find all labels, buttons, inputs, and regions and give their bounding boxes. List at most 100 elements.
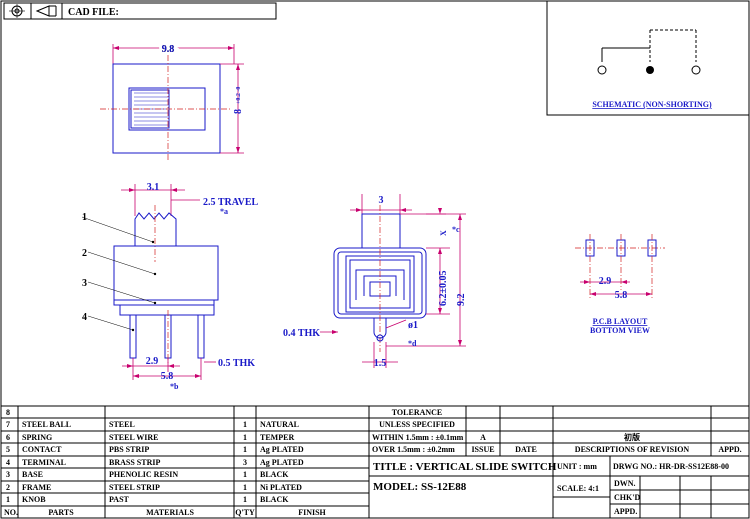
tolerance-over: OVER 1.5mm : ±0.2mm [372, 445, 455, 454]
side-travel-mark: *a [220, 207, 228, 216]
tolerance-title: TOLERANCE [392, 408, 443, 417]
side-view: 3.1 2.5 TRAVEL *a 1 2 3 4 2.9 0.5 THK [81, 182, 259, 391]
projection-symbol-icon [9, 4, 57, 18]
schematic-title: SCHEMATIC (NON-SHORTING) [592, 100, 712, 109]
bom-cell-finish: NATURAL [260, 420, 299, 429]
bom-cell-qty: 1 [243, 470, 247, 479]
bom-cell-qty: 1 [243, 495, 247, 504]
title-block: TITLE : VERTICAL SLIDE SWITCH MODEL: SS-… [369, 456, 749, 518]
terminal-open-icon [597, 65, 607, 75]
bom-header-no: NO. [4, 508, 18, 517]
callout-3: 3 [82, 278, 87, 289]
front-body-height: 6.2±0.05 [438, 271, 449, 307]
front-frame-thk: 0.4 THK [283, 328, 320, 339]
bom-cell-part: KNOB [22, 495, 46, 504]
drawing-title: TITLE : VERTICAL SLIDE SWITCH [373, 461, 557, 473]
pcb-pitch: 2.9 [599, 276, 612, 287]
tolerance-block: TOLERANCE UNLESS SPECIFIED WITHIN 1.5mm … [369, 406, 749, 457]
drawing-number: DRWG NO.: HR-DR-SS12E88-00 [613, 462, 729, 471]
front-pin-mark: *d [408, 339, 417, 348]
bom-cell-material: BRASS STRIP [109, 458, 160, 467]
top-height-dim: 8 [233, 109, 244, 114]
approved-label: APPD. [614, 507, 637, 516]
terminal-common-icon [646, 66, 654, 74]
bom-rows: 8 7 STEEL BALL STEEL 1 NATURAL 6 SPRING STEEL WI… [4, 408, 327, 517]
bom-cell-no: 1 [6, 495, 10, 504]
side-thickness: 0.5 THK [218, 358, 255, 369]
bom-cell-material: STEEL STRIP [109, 483, 160, 492]
tolerance-subtitle: UNLESS SPECIFIED [379, 420, 455, 429]
header-block: CAD FILE: [3, 2, 277, 20]
bom-cell-part: STEEL BALL [22, 420, 71, 429]
bom-cell-qty: 1 [243, 445, 247, 454]
issue-label: ISSUE [471, 445, 494, 454]
pcb-title-2: BOTTOM VIEW [590, 326, 650, 335]
bom-cell-qty: 1 [243, 433, 247, 442]
front-x-mark: *c [452, 225, 460, 234]
front-pin-dia: ø1 [408, 320, 418, 331]
bom-cell-no: 7 [6, 420, 10, 429]
drawn-label: DWN. [614, 479, 636, 488]
bom-cell-finish: Ni PLATED [260, 483, 302, 492]
bom-header-finish: FINISH [298, 508, 326, 517]
front-overall-height: 9.2 [456, 294, 467, 307]
side-overall-mark: *b [170, 382, 179, 391]
front-view: 3 X *c 6.2±0.05 9.2 0.4 THK ø1 *d [283, 194, 467, 369]
bom-cell-no: 3 [6, 470, 10, 479]
bom-cell-part: SPRING [22, 433, 52, 442]
bom-header-materials: MATERIALS [146, 508, 194, 517]
bom-table [1, 405, 749, 518]
revision-descriptions: DESCRIPTIONS OF REVISION [575, 445, 690, 454]
bom-cell-no: 4 [6, 458, 10, 467]
pcb-layout: 2.9 5.8 P.C.B LAYOUT BOTTOM VIEW [575, 234, 665, 335]
scale-label: SCALE: 4:1 [557, 484, 599, 493]
bom-cell-finish: TEMPER [260, 433, 294, 442]
front-bottom-dim: 1.5 [374, 358, 387, 369]
bom-cell-finish: Ag PLATED [260, 445, 304, 454]
bom-cell-material: STEEL [109, 420, 135, 429]
bom-cell-material: PBS STRIP [109, 445, 149, 454]
schematic-block: SCHEMATIC (NON-SHORTING) [546, 1, 749, 116]
revision-a: A [480, 433, 486, 442]
bom-cell-finish: Ag PLATED [260, 458, 304, 467]
bom-header-qty: Q'TY [235, 508, 255, 517]
side-overall: 5.8 [161, 371, 174, 382]
bom-cell-material: STEEL WIRE [109, 433, 158, 442]
bom-cell-finish: BLACK [260, 495, 289, 504]
revision-appd: APPD. [718, 445, 741, 454]
bom-cell-qty: 1 [243, 483, 247, 492]
bom-cell-no: 5 [6, 445, 10, 454]
bom-cell-qty: 1 [243, 420, 247, 429]
pcb-title-1: P.C.B LAYOUT [593, 317, 648, 326]
cad-file-label: CAD FILE: [68, 7, 119, 18]
front-x-label: X [439, 230, 448, 236]
unit-label: UNIT : mm [557, 462, 597, 471]
bom-cell-part: TERMINAL [22, 458, 66, 467]
top-view: 9.8 9.8 8 +0.2 -0 [100, 41, 244, 162]
bom-cell-no: 8 [6, 408, 10, 417]
bom-cell-material: PHENOLIC RESIN [109, 470, 178, 479]
checked-label: CHK'D [614, 493, 640, 502]
callout-2: 2 [82, 248, 87, 259]
bom-cell-no: 6 [6, 433, 10, 442]
callout-4: 4 [82, 312, 87, 323]
bom-cell-material: PAST [109, 495, 130, 504]
pcb-overall: 5.8 [615, 290, 628, 301]
side-pitch-top: 3.1 [147, 182, 160, 193]
side-pitch-bottom: 2.9 [146, 356, 159, 367]
side-travel: 2.5 TRAVEL [203, 197, 259, 208]
bom-cell-no: 2 [6, 483, 10, 492]
tolerance-within: WITHIN 1.5mm : ±0.1mm [372, 433, 464, 442]
model-number: MODEL: SS-12E88 [373, 481, 467, 493]
bom-cell-part: BASE [22, 470, 43, 479]
bom-cell-qty: 3 [243, 458, 247, 467]
top-width-dim: 9.8 [162, 44, 175, 55]
bom-cell-part: CONTACT [22, 445, 62, 454]
terminal-open-icon [691, 65, 701, 75]
callout-1: 1 [82, 212, 87, 223]
bom-header-parts: PARTS [48, 508, 74, 517]
date-label: DATE [515, 445, 537, 454]
revision-chinese: 初版 [624, 432, 640, 442]
